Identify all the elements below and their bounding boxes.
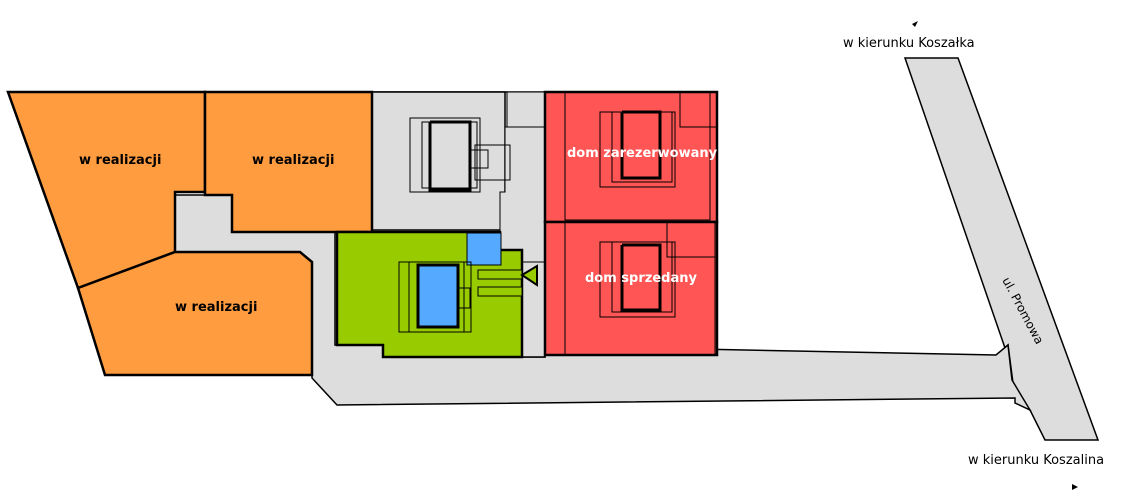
arrow-icon-south <box>1072 484 1078 490</box>
plot-2-label: w realizacji <box>252 153 334 168</box>
common-area-upper[interactable] <box>371 91 506 231</box>
house-outline-available <box>398 261 472 333</box>
plot-1-label: w realizacji <box>79 153 161 168</box>
house-outline-reserved <box>564 91 718 221</box>
direction-south-label: w kierunku Koszalina <box>968 453 1104 468</box>
house-outline-common <box>409 117 511 193</box>
common-area-corner <box>506 91 546 128</box>
driveway-strip-2 <box>477 286 523 297</box>
plot-3-label: w realizacji <box>175 300 257 315</box>
driveway-strip-1 <box>477 269 523 280</box>
plot-2[interactable] <box>203 90 374 234</box>
plot-3[interactable] <box>76 250 314 377</box>
triangle-icon[interactable] <box>520 264 538 287</box>
plot-5-label: dom sprzedany <box>585 271 697 286</box>
pool-icon <box>466 232 502 266</box>
arrow-icon <box>912 21 918 27</box>
plot-4-label: dom zarezerwowany <box>567 146 718 161</box>
direction-north-label: w kierunku Koszałka <box>843 36 975 51</box>
house-outline-sold <box>564 221 716 356</box>
